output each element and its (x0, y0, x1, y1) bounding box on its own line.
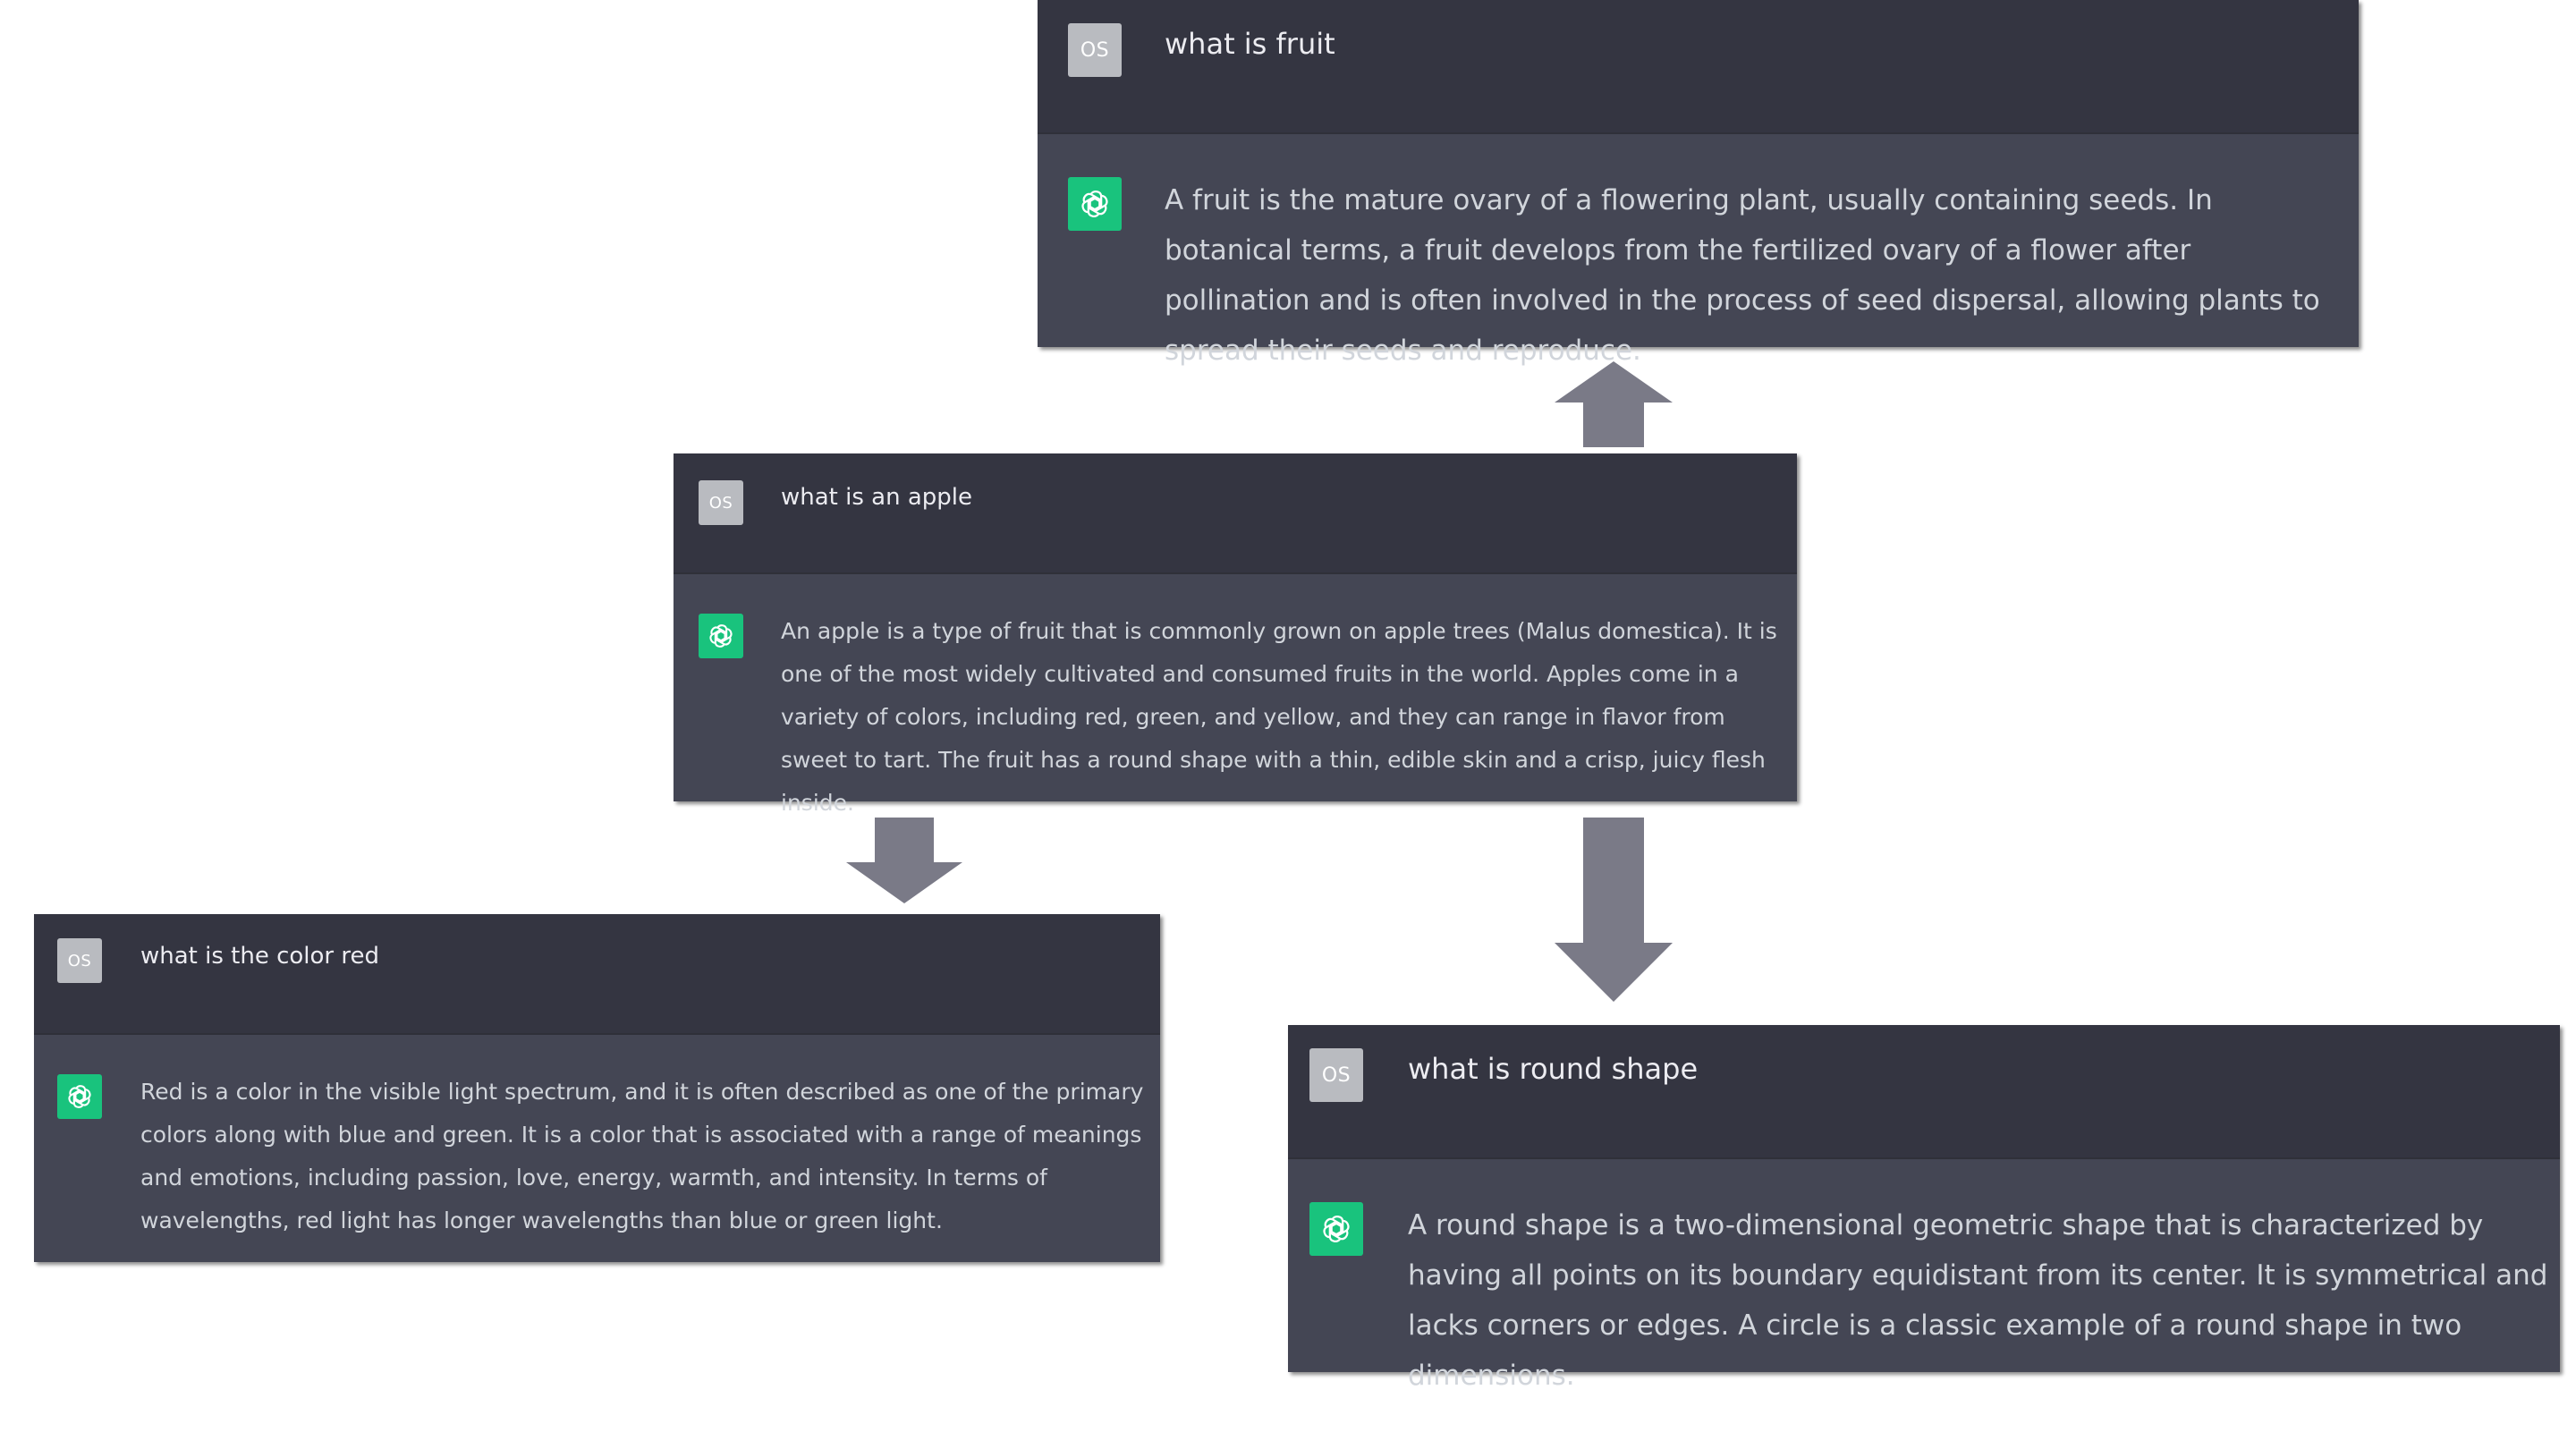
conversation-card-fruit: OS what is fruit A fruit is the mature o… (1038, 0, 2359, 367)
openai-logo-icon (1068, 177, 1122, 231)
arrow-down-icon (846, 818, 962, 903)
assistant-message-row: An apple is a type of fruit that is comm… (674, 572, 1797, 816)
user-message-row: OS what is the color red (34, 914, 1160, 1033)
user-question: what is the color red (140, 943, 380, 970)
user-avatar: OS (1309, 1048, 1363, 1102)
assistant-message-row: A fruit is the mature ovary of a floweri… (1038, 132, 2359, 367)
assistant-message-row: Red is a color in the visible light spec… (34, 1033, 1160, 1262)
conversation-card-round-shape: OS what is round shape A round shape is … (1288, 1025, 2560, 1392)
assistant-answer: A fruit is the mature ovary of a floweri… (1165, 184, 2320, 367)
assistant-message-row: A round shape is a two-dimensional geome… (1288, 1157, 2560, 1392)
assistant-answer: Red is a color in the visible light spec… (140, 1079, 1144, 1233)
user-message-row: OS what is fruit (1038, 0, 2359, 132)
conversation-card-red: OS what is the color red Red is a color … (34, 914, 1160, 1262)
arrow-down-icon (1555, 818, 1673, 1002)
conversation-card-apple: OS what is an apple An apple is a type o… (674, 453, 1797, 816)
user-avatar: OS (1068, 23, 1122, 77)
user-avatar: OS (699, 480, 743, 525)
openai-logo-icon (699, 614, 743, 658)
assistant-answer: A round shape is a two-dimensional geome… (1408, 1209, 2548, 1392)
user-question: what is fruit (1165, 27, 1335, 61)
user-message-row: OS what is round shape (1288, 1025, 2560, 1157)
user-message-row: OS what is an apple (674, 453, 1797, 572)
arrow-up-icon (1555, 361, 1673, 447)
user-question: what is round shape (1408, 1052, 1699, 1086)
user-question: what is an apple (781, 484, 973, 511)
openai-logo-icon (57, 1074, 102, 1119)
openai-logo-icon (1309, 1202, 1363, 1256)
assistant-answer: An apple is a type of fruit that is comm… (781, 618, 1777, 816)
user-avatar: OS (57, 938, 102, 983)
